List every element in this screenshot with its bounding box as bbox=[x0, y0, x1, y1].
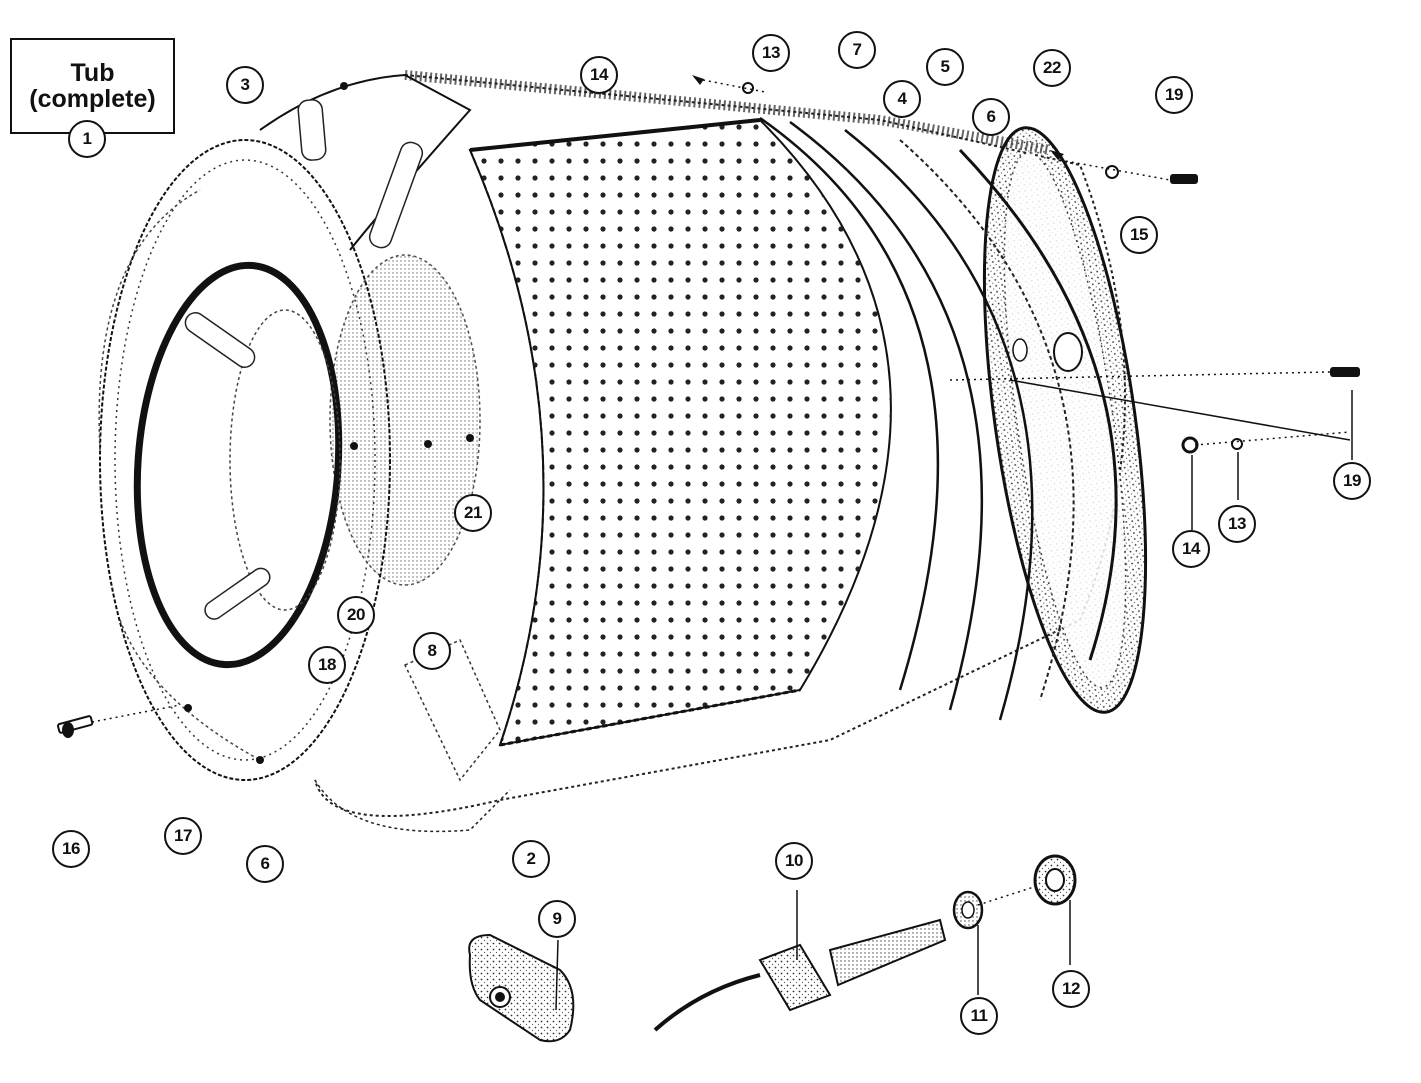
callout-1: 1 bbox=[68, 120, 106, 158]
callout-17: 17 bbox=[164, 817, 202, 855]
callout-3: 3 bbox=[226, 66, 264, 104]
hardware-top bbox=[692, 75, 1198, 184]
callout-21: 21 bbox=[454, 494, 492, 532]
callout-16: 16 bbox=[52, 830, 90, 868]
callout-6-top: 6 bbox=[972, 98, 1010, 136]
callout-19-top: 19 bbox=[1155, 76, 1193, 114]
title-line-2: (complete) bbox=[29, 85, 156, 113]
front-tub-plate bbox=[98, 73, 511, 833]
title-line-1: Tub bbox=[70, 59, 115, 87]
callout-10: 10 bbox=[775, 842, 813, 880]
callout-13-right: 13 bbox=[1218, 505, 1256, 543]
callout-9: 9 bbox=[538, 900, 576, 938]
drum-lifter bbox=[403, 639, 501, 782]
callout-12: 12 bbox=[1052, 970, 1090, 1008]
drum-hub bbox=[329, 254, 481, 586]
callout-2: 2 bbox=[512, 840, 550, 878]
front-screw bbox=[56, 704, 181, 738]
washer-nut bbox=[952, 854, 1077, 995]
heater-sensor bbox=[653, 890, 947, 1032]
callout-15: 15 bbox=[1120, 216, 1158, 254]
heater-mount-plate bbox=[468, 933, 575, 1043]
callout-14-top: 14 bbox=[580, 56, 618, 94]
callout-22: 22 bbox=[1033, 49, 1071, 87]
callout-7: 7 bbox=[838, 31, 876, 69]
callout-20: 20 bbox=[337, 596, 375, 634]
callout-5: 5 bbox=[926, 48, 964, 86]
callout-14-right: 14 bbox=[1172, 530, 1210, 568]
hardware-right bbox=[949, 367, 1360, 530]
rear-tub-shell bbox=[314, 70, 1148, 817]
door-gasket bbox=[133, 261, 358, 669]
retaining-rings bbox=[759, 116, 1118, 721]
callout-11: 11 bbox=[960, 997, 998, 1035]
callout-19-right: 19 bbox=[1333, 462, 1371, 500]
callout-4: 4 bbox=[883, 80, 921, 118]
callout-18: 18 bbox=[308, 646, 346, 684]
callout-6-bottom: 6 bbox=[246, 845, 284, 883]
perforated-drum bbox=[468, 118, 892, 747]
callout-8: 8 bbox=[413, 632, 451, 670]
callout-13-top: 13 bbox=[752, 34, 790, 72]
tub-complete-label: Tub (complete) bbox=[10, 38, 175, 134]
